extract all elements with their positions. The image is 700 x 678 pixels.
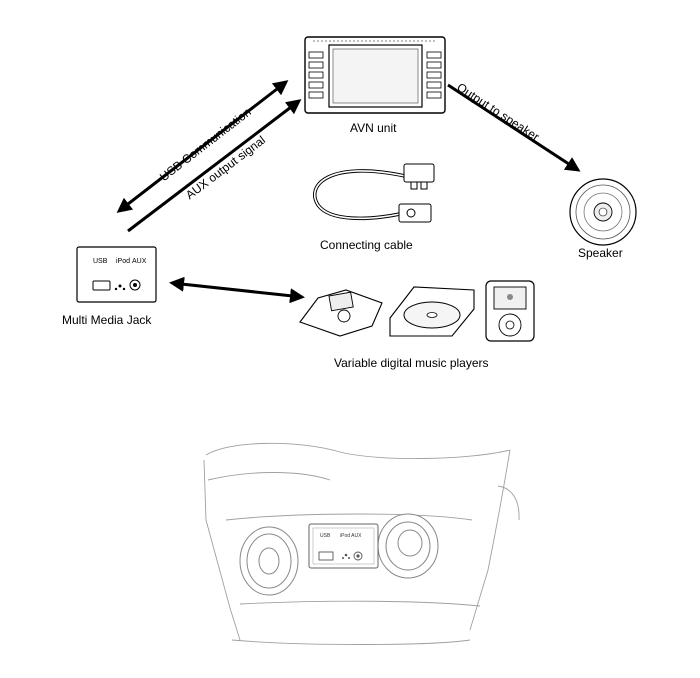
speaker-icon <box>569 178 637 246</box>
player-connection-arrow <box>169 276 305 304</box>
music-players-label: Variable digital music players <box>334 356 489 370</box>
jack-ipod-label: iPod <box>116 258 131 265</box>
portable-player-icon <box>299 289 383 337</box>
console-jack-icon <box>308 523 379 569</box>
output-to-speaker-arrow <box>447 83 581 172</box>
console-sketch <box>203 442 520 645</box>
avn-unit-label: AVN unit <box>350 121 397 135</box>
jack-aux-label: AUX <box>132 258 147 265</box>
avn-unit-icon <box>304 36 446 114</box>
connecting-cable-icon <box>312 163 435 223</box>
usb-communication-arrow <box>116 80 289 213</box>
multi-media-jack-label: Multi Media Jack <box>62 313 152 327</box>
console-ipod-aux-label: iPod AUX <box>340 533 362 539</box>
ipod-icon <box>485 280 535 342</box>
console-usb-label: USB <box>320 533 331 539</box>
cd-player-icon <box>389 286 475 337</box>
connecting-cable-label: Connecting cable <box>320 238 413 252</box>
power-socket-icon <box>239 526 299 596</box>
speaker-label: Speaker <box>578 246 623 260</box>
multi-media-jack-icon <box>76 246 157 303</box>
jack-usb-label: USB <box>93 258 108 265</box>
aux-output-arrow <box>127 99 302 233</box>
cigarette-lighter-icon <box>377 513 439 579</box>
